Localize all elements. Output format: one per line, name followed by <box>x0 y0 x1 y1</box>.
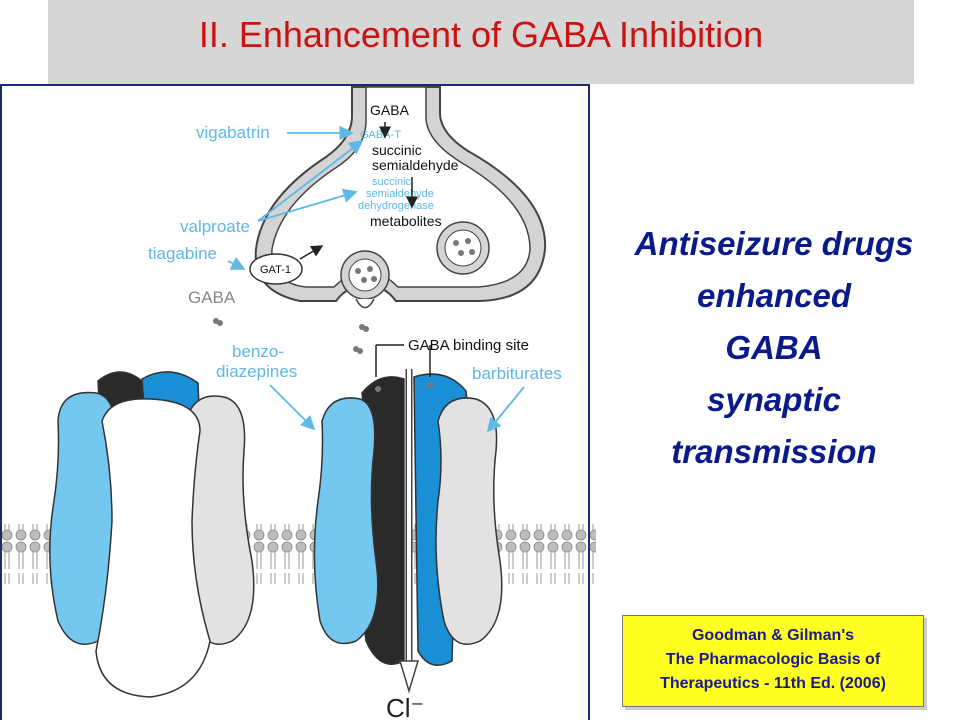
label-ssadh-1: succinic <box>372 176 412 188</box>
label-gat1: GAT-1 <box>260 264 291 276</box>
label-barbiturates: barbiturates <box>472 364 562 383</box>
citation-box: Goodman & Gilman's The Pharmacologic Bas… <box>622 615 924 707</box>
label-gaba-top: GABA <box>370 102 410 118</box>
figure-frame-left <box>0 84 2 720</box>
label-gaba-binding-site: GABA binding site <box>408 337 529 354</box>
title-bar: II. Enhancement of GABA Inhibition <box>48 0 914 84</box>
gaba-diagram-svg: GABA GABA-T succinic semialdehyde succin… <box>0 86 596 723</box>
citation-line: Goodman & Gilman's <box>691 627 855 644</box>
caption-text: Antiseizure drugs enhanced GABA synaptic… <box>600 218 948 478</box>
gat1-transporter <box>249 253 303 285</box>
gaba-diagram: GABA GABA-T succinic semialdehyde succin… <box>0 84 596 723</box>
label-valproate: valproate <box>180 217 250 236</box>
caption-line: GABA <box>725 329 823 366</box>
label-benzo-2: diazepines <box>216 362 297 381</box>
caption-line: transmission <box>671 433 877 470</box>
caption-line: Antiseizure drugs <box>634 225 914 262</box>
label-gaba-t: GABA-T <box>360 129 401 141</box>
gaba-receptor-left <box>49 371 255 698</box>
label-succinic-semialdehyde-2: semialdehyde <box>372 157 459 173</box>
label-gaba-cleft: GABA <box>188 288 236 307</box>
citation-line: Therapeutics - 11th Ed. (2006) <box>660 675 886 692</box>
label-succinic-semialdehyde-1: succinic <box>372 142 422 158</box>
label-vigabatrin: vigabatrin <box>196 123 270 142</box>
caption-line: enhanced <box>696 277 852 314</box>
label-ssadh-3: dehydrogenase <box>358 200 434 212</box>
caption-line: synaptic <box>707 381 841 418</box>
label-tiagabine: tiagabine <box>148 244 217 263</box>
presynaptic-terminal <box>254 86 547 309</box>
label-ssadh-2: semialdehyde <box>366 188 434 200</box>
figure-frame-right <box>588 84 590 720</box>
label-benzo-1: benzo- <box>232 342 284 361</box>
page-title: II. Enhancement of GABA Inhibition <box>198 14 764 55</box>
figure-frame-top <box>0 84 590 86</box>
citation-line: The Pharmacologic Basis of <box>665 651 881 668</box>
gaba-receptor-right <box>313 369 503 694</box>
label-chloride: Cl⁻ <box>386 693 424 721</box>
label-metabolites: metabolites <box>370 213 442 229</box>
